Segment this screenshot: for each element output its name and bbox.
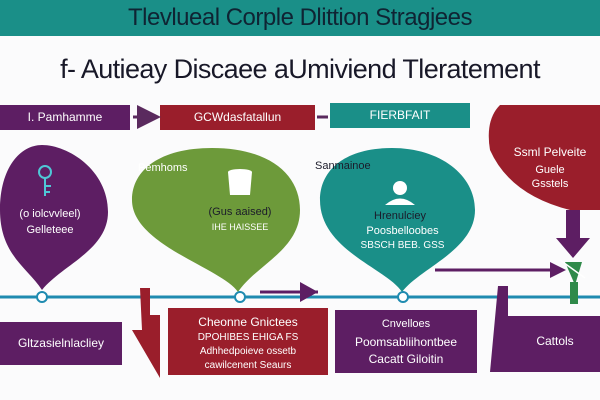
marker1-dot [36,291,48,303]
step1-label: I. Pamhamme [27,110,103,124]
marker3-line3: SBSCH BEB. GSS [360,240,445,251]
marker1-pin [0,145,108,290]
marker3-pin [320,148,475,292]
step3-label: FIERBFAIT [369,108,431,122]
bottom-box1 [0,322,122,365]
step4-line2: Guele [535,164,565,176]
step4-line3: Gsstels [531,178,569,190]
bottom-box3 [335,310,477,373]
bottom-box2-line3: Adhhedpoieve ossetb [199,346,297,357]
step1-box [0,105,130,130]
header-title: Tlevlueal Corple Dlittion Stragjees [128,4,473,31]
marker1-line1: (o iolcvvleel) [19,208,81,220]
marker2-pin [132,148,300,292]
marker2-line1: (Gus aaised) [208,206,272,218]
bottom-box2-line4: cawilcenent Seaurs [204,360,292,371]
marker3-heading: Sanmainoe [315,160,371,172]
bottom-box3-line3: Cacatt Giloitin [368,352,444,366]
marker3-line1: Hrenulciey [374,210,426,222]
person-icon [385,181,415,205]
step2-label: GCWdasfatallun [193,110,282,124]
step2-box [160,105,315,130]
bottom-box3-line1: Cnvelloes [381,318,431,330]
marker2-heading: Pemhoms [138,162,188,174]
step4-line1: Ssml Pelveite [513,145,587,159]
bottom-box2 [168,308,328,375]
bottom-box2-line1: Cheonne Gnictees [198,315,298,329]
arrow-marker3-step4-head [550,262,566,278]
marker2-line2: IHE HAISSEE [211,222,269,232]
header-bar [0,0,600,36]
figure-icon [559,259,586,304]
marker3-dot [397,291,409,303]
bottom-box2-line2: DPOHIBES EHIGA FS [197,332,299,343]
bottom-left-arrow [132,288,160,378]
marker2-dot [234,291,246,303]
bottom-box4 [490,286,600,372]
diagram-subtitle: f- Autieay Discaee aUmiviend Tleratement [60,54,540,84]
arrow-marker2-marker3-head [300,282,318,302]
marker3-line2: Poosbelloobes [366,225,439,237]
bottom-box3-line2: Poomsabliihontbee [354,335,458,349]
step3-box [330,103,470,128]
step4-down-arrow [556,210,590,258]
bottom-box4-label: Cattols [536,334,574,348]
step4-shape [488,105,600,210]
key-icon [38,165,52,196]
cup-icon [228,169,252,195]
marker1-line2: Gelleteee [26,224,74,236]
bottom-box1-label: Gltzasielnlacliey [17,336,105,350]
